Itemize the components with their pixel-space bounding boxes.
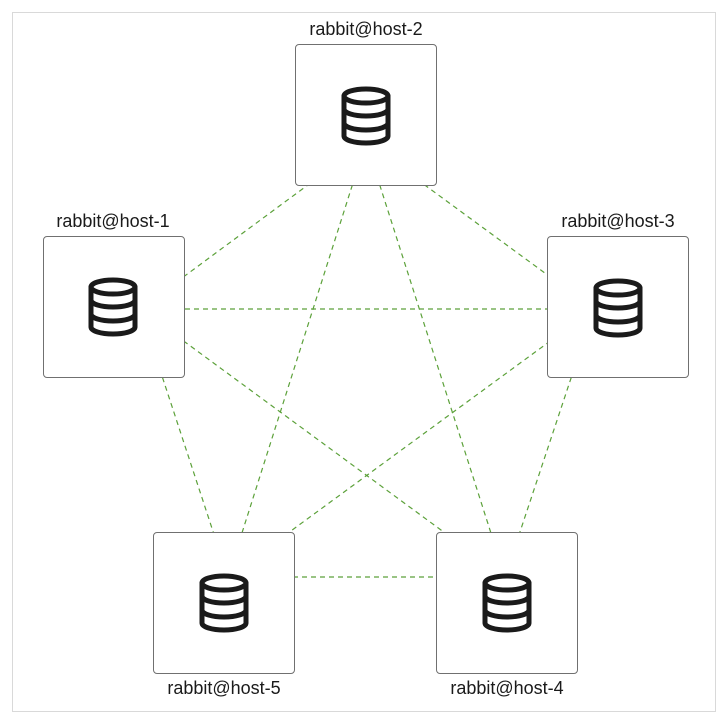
node-label-host-5: rabbit@host-5 bbox=[167, 678, 281, 698]
database-icon bbox=[88, 277, 138, 337]
database-icon bbox=[593, 278, 643, 338]
diagram-frame bbox=[12, 12, 716, 712]
database-icon bbox=[482, 573, 532, 633]
link-host-2-host-4 bbox=[366, 142, 505, 577]
node-label-host-4: rabbit@host-4 bbox=[450, 678, 564, 698]
database-icon bbox=[341, 86, 391, 146]
node-label-host-1: rabbit@host-1 bbox=[56, 211, 170, 231]
node-label-host-3: rabbit@host-3 bbox=[561, 211, 675, 231]
link-host-2-host-5 bbox=[228, 142, 366, 577]
node-label-host-2: rabbit@host-2 bbox=[309, 19, 423, 39]
database-icon bbox=[199, 573, 249, 633]
